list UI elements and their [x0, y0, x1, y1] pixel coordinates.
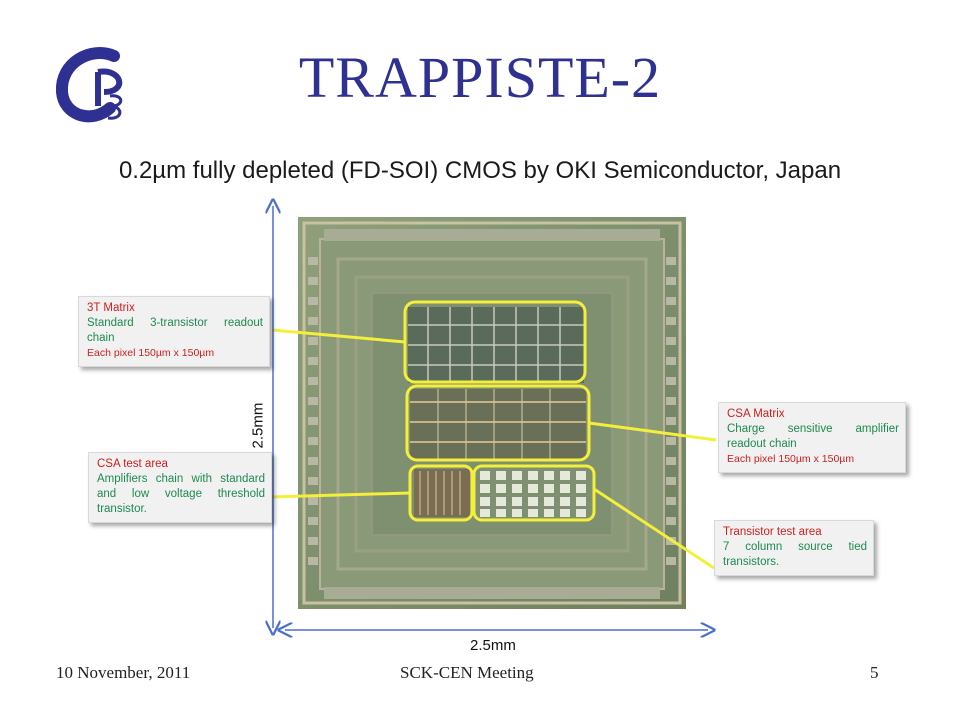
callout-csa-matrix-detail: Each pixel 150µm x 150µm — [727, 453, 855, 465]
callout-csa-test-head: CSA test area — [97, 458, 168, 470]
callout-csa-matrix: CSA Matrix Charge sensitive amplifier re… — [718, 402, 906, 473]
highlight-csa-matrix — [405, 384, 591, 462]
callout-3t-matrix-body: Standard 3-transistor readout chain — [87, 317, 263, 344]
horizontal-dimension-label: 2.5mm — [470, 637, 516, 654]
slide-title: TRAPPISTE-2 — [298, 45, 662, 110]
callout-csa-matrix-body: Charge sensitive amplifier readout chain — [727, 423, 899, 450]
callout-3t-matrix-head: 3T Matrix — [87, 302, 135, 314]
highlight-csa-test — [408, 464, 474, 522]
callout-csa-test: CSA test area Amplifiers chain with stan… — [88, 452, 272, 523]
vertical-dimension-label: 2.5mm — [249, 402, 267, 449]
highlight-3t-matrix — [403, 300, 587, 384]
chip-micrograph — [298, 217, 686, 609]
callout-3t-matrix-detail: Each pixel 150µm x 150µm — [87, 347, 215, 359]
callout-csa-matrix-head: CSA Matrix — [727, 408, 785, 420]
connector-lines — [269, 328, 717, 570]
callout-3t-matrix: 3T Matrix Standard 3-transistor readout … — [78, 296, 270, 367]
highlight-boxes — [403, 300, 596, 522]
highlight-transistor-test — [472, 464, 596, 522]
callout-transistor-test: Transistor test area 7 column source tie… — [714, 520, 874, 576]
footer-date: 10 November, 2011 — [56, 663, 191, 682]
callout-transistor-test-body: 7 column source tied transistors. — [723, 541, 867, 568]
callout-transistor-test-head: Transistor test area — [723, 526, 822, 538]
slide-subtitle: 0.2µm fully depleted (FD-SOI) CMOS by OK… — [118, 157, 842, 184]
footer-meeting: SCK-CEN Meeting — [400, 663, 534, 682]
callout-csa-test-body: Amplifiers chain with standard and low v… — [97, 473, 265, 515]
footer-page-number: 5 — [870, 663, 879, 682]
cp3-logo-icon — [56, 47, 123, 123]
